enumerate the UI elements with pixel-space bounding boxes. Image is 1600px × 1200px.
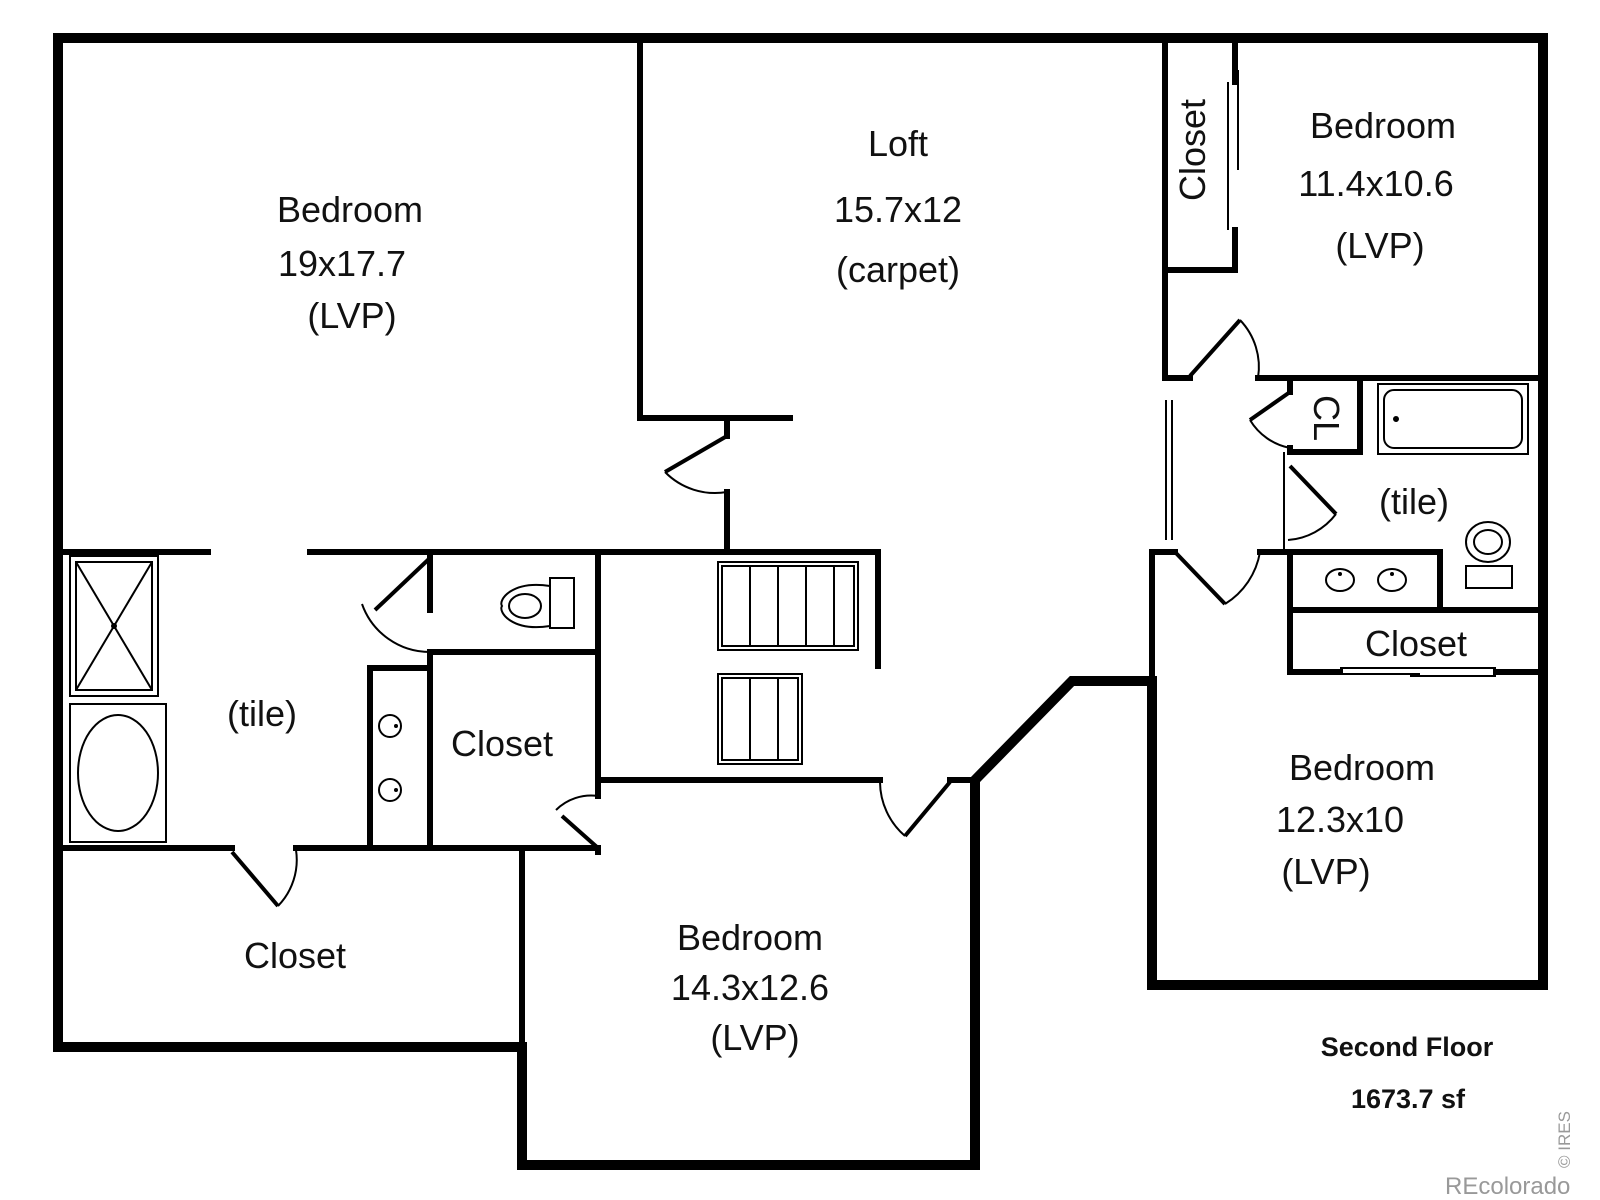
south-bedroom-name: Bedroom bbox=[677, 917, 823, 958]
master-bedroom-size: 19x17.7 bbox=[278, 243, 406, 284]
cl-closet-label: CL bbox=[1306, 395, 1347, 441]
ne-closet-label: Closet bbox=[1172, 99, 1213, 201]
se-bedroom-size: 12.3x10 bbox=[1276, 799, 1404, 840]
sink-icon bbox=[1325, 568, 1407, 592]
watermark-source: © IRES bbox=[1555, 1111, 1574, 1168]
floor-info: Second Floor 1673.7 sf bbox=[1321, 1032, 1494, 1114]
master-bedroom-floor: (LVP) bbox=[307, 295, 396, 336]
toilet-icon bbox=[1465, 521, 1513, 589]
se-bedroom-name: Bedroom bbox=[1289, 747, 1435, 788]
master-closet-label: Closet bbox=[244, 935, 346, 976]
room-labels: Bedroom 19x17.7 (LVP) Loft 15.7x12 (carp… bbox=[227, 99, 1467, 1058]
exterior-walls bbox=[53, 33, 1548, 1170]
toilet-icon bbox=[500, 577, 575, 629]
floor-title: Second Floor bbox=[1321, 1032, 1494, 1062]
interior-walls bbox=[55, 35, 1546, 1050]
floor-area: 1673.7 sf bbox=[1351, 1084, 1466, 1114]
center-closet-label: Closet bbox=[451, 723, 553, 764]
shower bbox=[69, 555, 159, 697]
bathtub bbox=[69, 703, 167, 843]
watermark: REcolorado © IRES bbox=[1445, 1111, 1574, 1200]
stairs bbox=[717, 561, 859, 765]
master-bath-floor: (tile) bbox=[227, 693, 297, 734]
hall-closet-label: Closet bbox=[1365, 623, 1467, 664]
ne-bedroom-name: Bedroom bbox=[1310, 105, 1456, 146]
door-jambs bbox=[1165, 70, 1496, 677]
bathtub-hall bbox=[1377, 383, 1529, 455]
ne-bedroom-size: 11.4x10.6 bbox=[1298, 163, 1453, 204]
loft-size: 15.7x12 bbox=[834, 189, 962, 230]
doors bbox=[230, 318, 1338, 908]
master-bedroom-name: Bedroom bbox=[277, 189, 423, 230]
ne-bedroom-floor: (LVP) bbox=[1335, 225, 1424, 266]
se-bedroom-floor: (LVP) bbox=[1281, 851, 1370, 892]
loft-floor: (carpet) bbox=[836, 249, 960, 290]
loft-name: Loft bbox=[868, 123, 928, 164]
south-bedroom-size: 14.3x12.6 bbox=[671, 967, 829, 1008]
fixtures bbox=[69, 383, 1529, 843]
south-bedroom-floor: (LVP) bbox=[710, 1017, 799, 1058]
watermark-brand: REcolorado bbox=[1445, 1173, 1570, 1200]
sink-icon bbox=[378, 714, 402, 802]
hall-bath-floor: (tile) bbox=[1379, 481, 1449, 522]
